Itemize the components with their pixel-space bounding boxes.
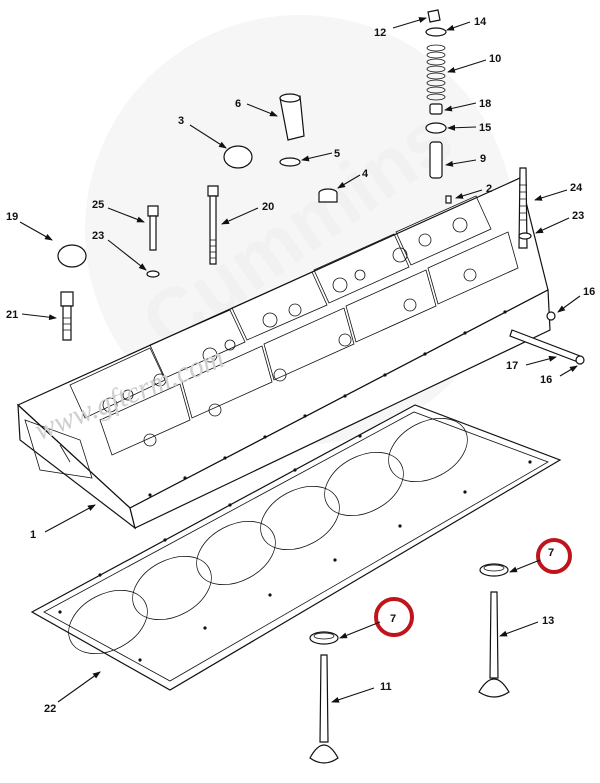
callout-9: 9 (480, 153, 486, 165)
highlight-circles (374, 538, 572, 637)
callout-25: 25 (92, 199, 104, 211)
callout-10: 10 (489, 53, 501, 65)
callout-15: 15 (479, 122, 491, 134)
callout-5: 5 (334, 148, 340, 160)
callout-14: 14 (474, 16, 487, 28)
callout-20: 20 (262, 201, 274, 213)
callout-19: 19 (6, 211, 18, 223)
callout-13: 13 (542, 615, 554, 627)
callout-11: 11 (380, 681, 392, 693)
callout-7-right: 7 (548, 547, 554, 559)
callout-21: 21 (6, 309, 18, 321)
leader-lines (19, 17, 581, 703)
callout-1: 1 (30, 529, 36, 541)
callout-6: 6 (235, 98, 241, 110)
callout-24: 24 (570, 182, 583, 194)
callout-3: 3 (178, 115, 184, 127)
callout-23-right: 23 (572, 210, 584, 222)
head-gasket (30, 404, 562, 691)
bolts (60, 185, 219, 341)
callout-22: 22 (44, 703, 56, 715)
callout-labels: 12 14 10 6 18 15 3 5 9 4 2 24 25 20 19 2… (6, 16, 595, 715)
cylinder-head (16, 177, 551, 530)
pipe-and-fittings (509, 311, 585, 365)
callout-23-left: 23 (92, 230, 104, 242)
callout-16-lower: 16 (540, 374, 552, 386)
callout-2: 2 (486, 183, 492, 195)
injector-and-plugs (57, 93, 338, 268)
callout-4: 4 (362, 168, 369, 180)
callout-12: 12 (374, 27, 386, 39)
valves-and-seats (309, 563, 510, 764)
callout-17: 17 (506, 360, 518, 372)
valve-train-parts (425, 9, 532, 249)
callout-16-upper: 16 (583, 286, 595, 298)
callout-7-left: 7 (390, 613, 396, 625)
callout-18: 18 (479, 98, 491, 110)
